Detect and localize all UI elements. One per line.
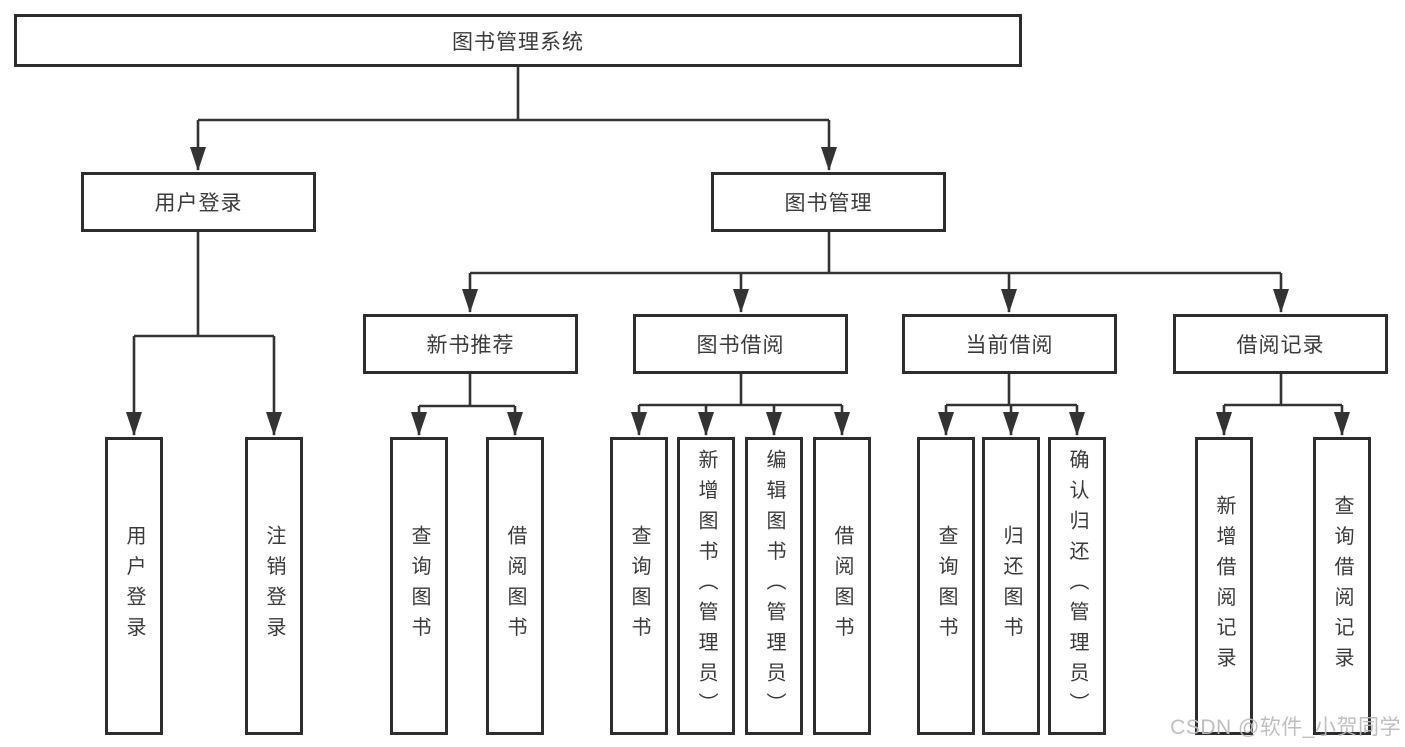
leaf-current-confirm-return-admin: 确认归还（管理员） (1048, 437, 1106, 735)
node-user-login: 用户登录 (81, 172, 316, 232)
leaf-recommend-borrow-book: 借阅图书 (486, 437, 544, 735)
leaf-borrow-edit-book-admin: 编辑图书（管理员） (745, 437, 803, 735)
node-current-borrow: 当前借阅 (902, 314, 1117, 374)
leaf-borrow-add-book-admin: 新增图书（管理员） (677, 437, 735, 735)
leaf-recommend-query-book: 查询图书 (390, 437, 448, 735)
leaf-records-add-record: 新增借阅记录 (1195, 437, 1253, 735)
leaf-current-query-book: 查询图书 (917, 437, 975, 735)
leaf-logout: 注销登录 (245, 437, 303, 735)
leaf-records-query-record: 查询借阅记录 (1313, 437, 1371, 735)
leaf-user-login: 用户登录 (105, 437, 163, 735)
csdn-watermark: CSDN @软件_小贺同学 (1170, 716, 1401, 739)
node-borrow-records: 借阅记录 (1173, 314, 1388, 374)
node-root-library-system: 图书管理系统 (14, 14, 1022, 67)
node-book-management: 图书管理 (711, 172, 946, 232)
leaf-borrow-borrow-book: 借阅图书 (813, 437, 871, 735)
leaf-current-return-book: 归还图书 (982, 437, 1040, 735)
node-book-borrow: 图书借阅 (633, 314, 848, 374)
leaf-borrow-query-book: 查询图书 (610, 437, 668, 735)
node-new-book-recommend: 新书推荐 (363, 314, 578, 374)
